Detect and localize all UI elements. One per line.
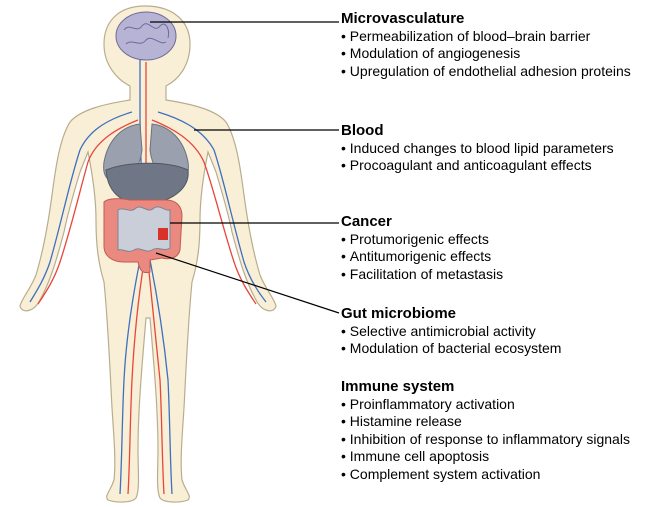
section-title-immune-system: Immune system xyxy=(341,377,653,396)
bullet-item: Modulation of bacterial ecosystem xyxy=(341,340,653,357)
bullet-item: Modulation of angiogenesis xyxy=(341,45,653,62)
bullet-item: Immune cell apoptosis xyxy=(341,448,653,465)
section-title-blood: Blood xyxy=(341,121,653,140)
section-cancer: Cancer Protumorigenic effects Antitumori… xyxy=(341,212,653,283)
bullet-item: Antitumorigenic effects xyxy=(341,248,653,265)
section-title-microvasculature: Microvasculature xyxy=(341,9,653,28)
bullet-item: Procoagulant and anticoagulant effects xyxy=(341,157,653,174)
brain-organ xyxy=(116,12,176,60)
section-title-cancer: Cancer xyxy=(341,212,653,231)
bullet-list-cancer: Protumorigenic effects Antitumorigenic e… xyxy=(341,231,653,283)
bullet-item: Inhibition of response to inflammatory s… xyxy=(341,431,653,448)
bullet-item: Facilitation of metastasis xyxy=(341,266,653,283)
tumor-spot xyxy=(158,228,168,240)
bullet-item: Protumorigenic effects xyxy=(341,231,653,248)
section-microvasculature: Microvasculature Permeabilization of blo… xyxy=(341,9,653,80)
bullet-item: Histamine release xyxy=(341,413,653,430)
section-immune-system: Immune system Proinflammatory activation… xyxy=(341,377,653,483)
bullet-list-gut-microbiome: Selective antimicrobial activity Modulat… xyxy=(341,323,653,358)
bullet-item: Selective antimicrobial activity xyxy=(341,323,653,340)
bullet-list-immune-system: Proinflammatory activation Histamine rel… xyxy=(341,396,653,483)
section-title-gut-microbiome: Gut microbiome xyxy=(341,304,653,323)
bullet-item: Permeabilization of blood–brain barrier xyxy=(341,28,653,45)
section-blood: Blood Induced changes to blood lipid par… xyxy=(341,121,653,175)
bullet-item: Proinflammatory activation xyxy=(341,396,653,413)
bullet-item: Induced changes to blood lipid parameter… xyxy=(341,140,653,157)
bullet-list-blood: Induced changes to blood lipid parameter… xyxy=(341,140,653,175)
section-gut-microbiome: Gut microbiome Selective antimicrobial a… xyxy=(341,304,653,358)
bullet-list-microvasculature: Permeabilization of blood–brain barrier … xyxy=(341,28,653,80)
bullet-item: Complement system activation xyxy=(341,466,653,483)
bullet-item: Upregulation of endothelial adhesion pro… xyxy=(341,63,653,80)
